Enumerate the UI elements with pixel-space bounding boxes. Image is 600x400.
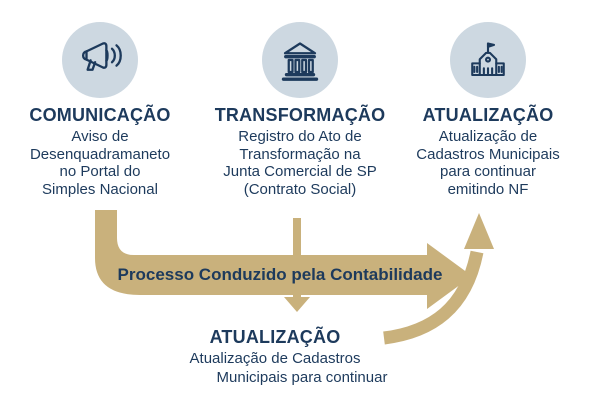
bottom-title: ATUALIZAÇÃO (209, 327, 341, 347)
body-line: emitindo NF (447, 180, 529, 198)
megaphone-icon (81, 42, 122, 71)
body-line: Desenquadramaneto (29, 145, 171, 163)
column-body: Registro do Ato de Transformação na Junt… (204, 128, 396, 198)
body-line: Junta Comercial de SP (223, 163, 377, 180)
column-body: Atualização de Cadastros Municipais para… (396, 128, 580, 198)
column-atualizacao: ATUALIZAÇÃO Atualização de Cadastros Mun… (396, 22, 580, 198)
column-title: ATUALIZAÇÃO (422, 105, 554, 125)
body-line: Aviso de (71, 128, 129, 145)
icon-circle (62, 22, 138, 98)
body-line: Atualização de (438, 128, 538, 145)
column-title: TRANSFORMAÇÃO (214, 105, 386, 125)
column-body: Aviso de Desenquadramaneto no Portal do … (8, 128, 192, 198)
body-line: Transformação na (239, 145, 361, 163)
column-title: COMUNICAÇÃO (29, 105, 171, 125)
body-line: para continuar (440, 163, 536, 180)
body-line: no Portal do (59, 163, 141, 180)
banner-arrow (95, 210, 472, 309)
bottom-section: ATUALIZAÇÃO Atualização de Cadastros Mun… (123, 327, 427, 387)
column-transformacao: TRANSFORMAÇÃO Registro do Ato de Transfo… (204, 22, 396, 198)
banner-label: Processo Conduzido pela Contabilidade (117, 265, 443, 284)
body-line: Municipais para continuar (216, 368, 388, 386)
bottom-body: Atualização de Cadastros Municipais para… (123, 350, 427, 387)
body-line: Atualização de Cadastros (189, 350, 361, 367)
body-line: (Contrato Social) (243, 180, 357, 198)
body-line: Simples Nacional (42, 180, 158, 198)
curved-arrow-head (464, 213, 494, 249)
column-comunicacao: COMUNICAÇÃO Aviso de Desenquadramaneto n… (8, 22, 192, 198)
icon-circle (262, 22, 338, 98)
body-line: Registro do Ato de (238, 128, 362, 145)
bank-icon (281, 42, 319, 81)
city-hall-icon (471, 42, 505, 77)
body-line: Cadastros Municipais (416, 145, 560, 163)
icon-circle (450, 22, 526, 98)
